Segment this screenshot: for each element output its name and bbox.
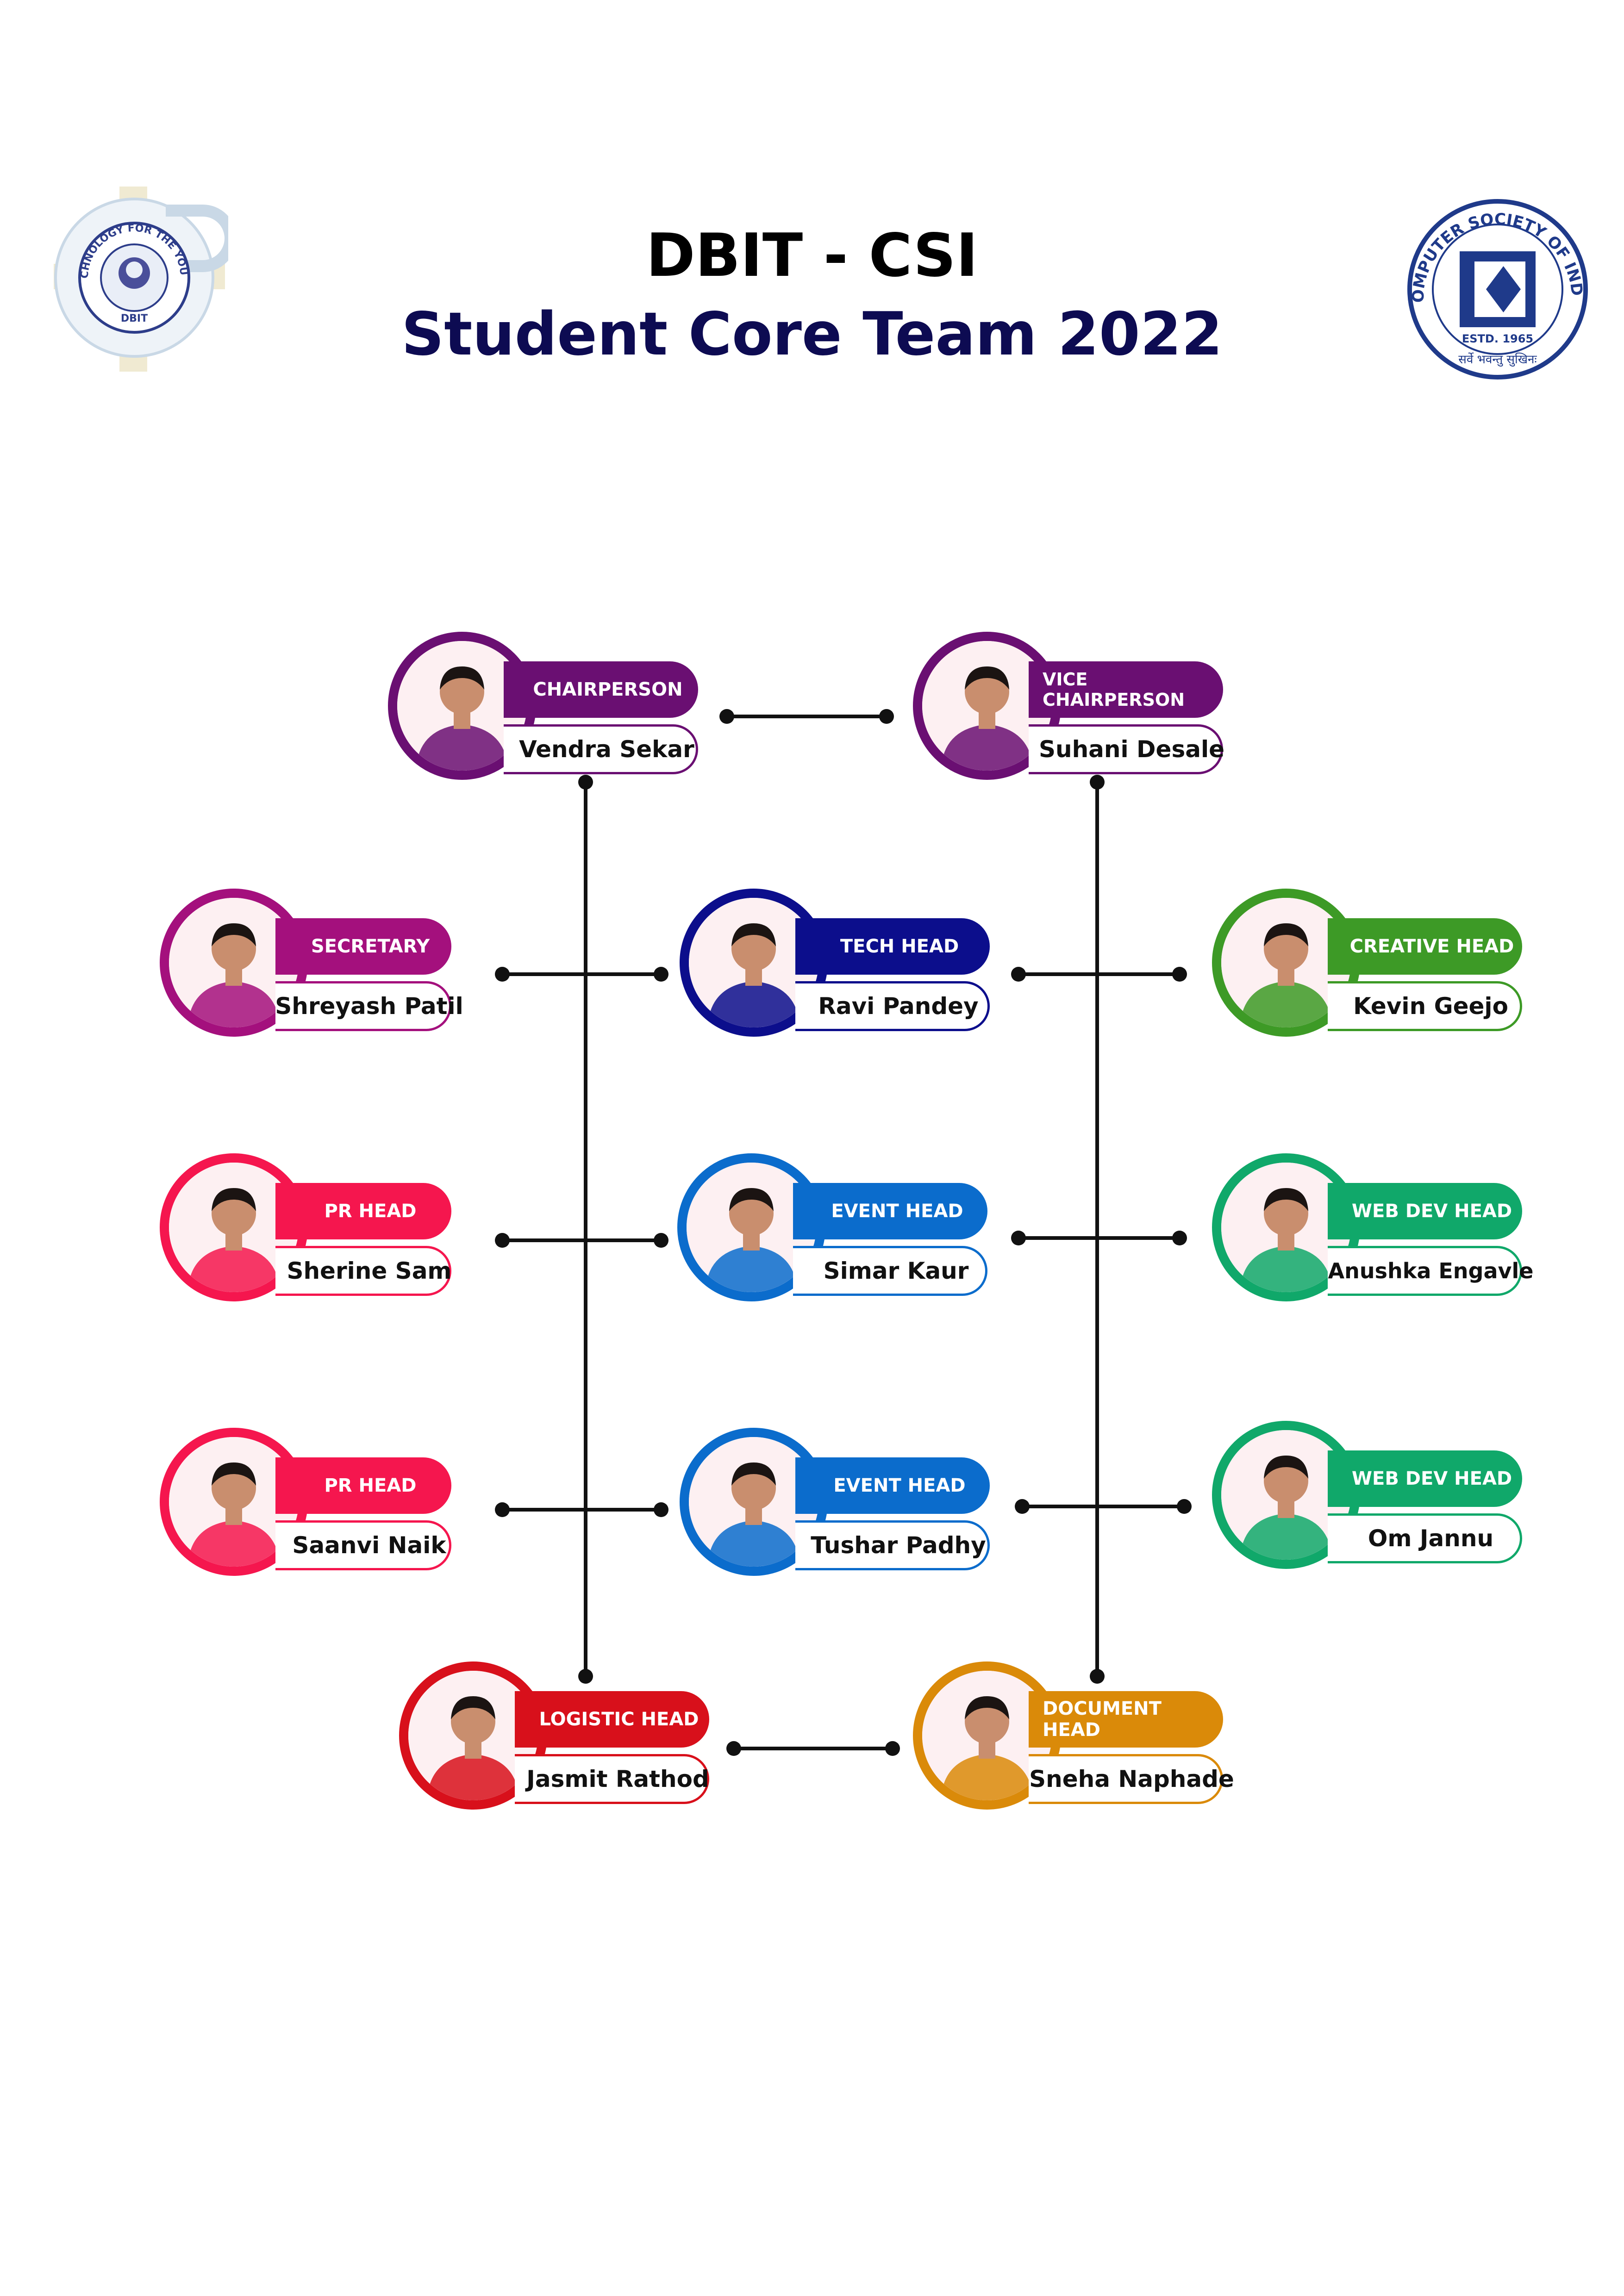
member-name: Simar Kaur	[793, 1246, 987, 1296]
connector-dot	[495, 1233, 510, 1248]
member-role: TECH HEAD	[795, 918, 990, 975]
member-name: Anushka Engavle	[1328, 1246, 1533, 1296]
member-role: WEB DEV HEAD	[1328, 1450, 1522, 1507]
member-name: Suhani Desale	[1029, 724, 1224, 774]
connector-dot	[1011, 1231, 1026, 1245]
member-role: CREATIVE HEAD	[1328, 918, 1522, 975]
dbit-logo: TECHNOLOGY FOR THE YOUNG DBIT	[50, 183, 228, 377]
person-icon	[1221, 898, 1351, 1027]
connector-dot	[495, 967, 510, 982]
member-role: EVENT HEAD	[795, 1457, 990, 1514]
member-name: Jasmit Rathod	[515, 1754, 709, 1804]
connector-dot	[1015, 1499, 1030, 1514]
connector-dot	[1177, 1499, 1192, 1514]
connector-dot	[885, 1741, 900, 1756]
svg-text:DBIT: DBIT	[121, 313, 148, 324]
member-name: Vendra Sekar	[504, 724, 698, 774]
member-role: PR HEAD	[275, 1457, 451, 1514]
connector-dot	[1090, 775, 1105, 790]
member-role: LOGISTIC HEAD	[515, 1691, 709, 1748]
member-role: SECRETARY	[275, 918, 451, 975]
svg-text:ESTD. 1965: ESTD. 1965	[1462, 332, 1533, 345]
member-role: EVENT HEAD	[793, 1183, 987, 1239]
connector-dot	[726, 1741, 741, 1756]
member-name: Om Jannu	[1328, 1513, 1522, 1563]
svg-text:सर्वे भवन्तु सुखिनः: सर्वे भवन्तु सुखिनः	[1458, 352, 1537, 367]
connector-dot	[1172, 967, 1187, 982]
connector-dot	[654, 967, 668, 982]
connector-dot	[1090, 1669, 1105, 1684]
member-name: Sherine Sam	[275, 1246, 452, 1296]
connector-dot	[578, 775, 593, 790]
csi-logo: COMPUTER SOCIETY OF INDIA ESTD. 1965 सर्…	[1405, 197, 1590, 382]
member-name: Saanvi Naik	[275, 1520, 451, 1570]
connector-dot	[495, 1502, 510, 1517]
connector-dot	[654, 1502, 668, 1517]
member-role: DOCUMENT HEAD	[1029, 1691, 1223, 1748]
member-name: Tushar Padhy	[795, 1520, 990, 1570]
member-role: WEB DEV HEAD	[1328, 1183, 1522, 1239]
connector-dot	[654, 1233, 668, 1248]
connector-dot	[719, 709, 734, 724]
connector-dot	[1011, 967, 1026, 982]
member-name: Sneha Naphade	[1029, 1754, 1234, 1804]
member-role: VICE CHAIRPERSON	[1029, 661, 1223, 718]
member-name: Kevin Geejo	[1328, 981, 1522, 1031]
member-role: PR HEAD	[275, 1183, 451, 1239]
page-subtitle: Student Core Team 2022	[401, 300, 1223, 369]
connector-dot	[1172, 1231, 1187, 1245]
page-title: DBIT - CSI	[646, 221, 978, 290]
member-role: CHAIRPERSON	[504, 661, 698, 718]
connector-dot	[578, 1669, 593, 1684]
member-name: Ravi Pandey	[795, 981, 990, 1031]
member-name: Shreyash Patil	[275, 981, 463, 1031]
connector-dot	[879, 709, 894, 724]
